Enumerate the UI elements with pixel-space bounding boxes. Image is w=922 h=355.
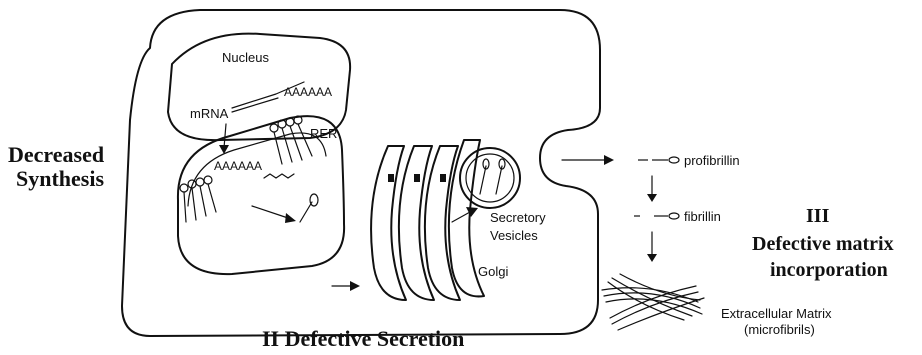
microfibril-bundle bbox=[602, 274, 704, 330]
cell-membrane bbox=[122, 10, 600, 336]
fibrillin-label: fibrillin bbox=[684, 209, 721, 224]
secretory-vesicle bbox=[460, 148, 520, 208]
arrow-secretion bbox=[604, 155, 614, 165]
heading-defective-matrix: Defective matrix bbox=[752, 233, 894, 255]
heading-synthesis: Synthesis bbox=[16, 166, 104, 191]
secretory-label: Secretory bbox=[490, 210, 546, 225]
heading-numeral-iii: III bbox=[806, 205, 830, 227]
matrix-label: Extracellular Matrix bbox=[721, 306, 832, 321]
polya-rer-label: AAAAAA bbox=[214, 159, 262, 173]
mrna-label: mRNA bbox=[190, 106, 229, 121]
heading-defective-secretion: II Defective Secretion bbox=[262, 326, 464, 351]
rer-label: RER bbox=[310, 126, 337, 141]
ribosomes-left bbox=[180, 176, 216, 222]
arrow-rer-to-golgi bbox=[350, 281, 360, 291]
heading-decreased: Decreased bbox=[8, 142, 104, 167]
folded-protein-rer bbox=[300, 194, 318, 222]
golgi-label: Golgi bbox=[478, 264, 508, 279]
arrow-incorporation bbox=[647, 254, 657, 262]
nucleus-label: Nucleus bbox=[222, 50, 269, 65]
ribosomes-top bbox=[270, 116, 312, 164]
golgi-stack bbox=[371, 140, 484, 300]
heading-incorporation: incorporation bbox=[770, 259, 888, 281]
arrow-processing bbox=[647, 194, 657, 202]
fibrillin-molecule bbox=[634, 213, 679, 219]
microfibrils-label: (microfibrils) bbox=[744, 322, 815, 337]
profibrillin-molecule bbox=[638, 157, 679, 163]
profibrillin-label: profibrillin bbox=[684, 153, 740, 168]
polya-nucleus-label: AAAAAA bbox=[284, 85, 332, 99]
vesicles-label: Vesicles bbox=[490, 228, 538, 243]
